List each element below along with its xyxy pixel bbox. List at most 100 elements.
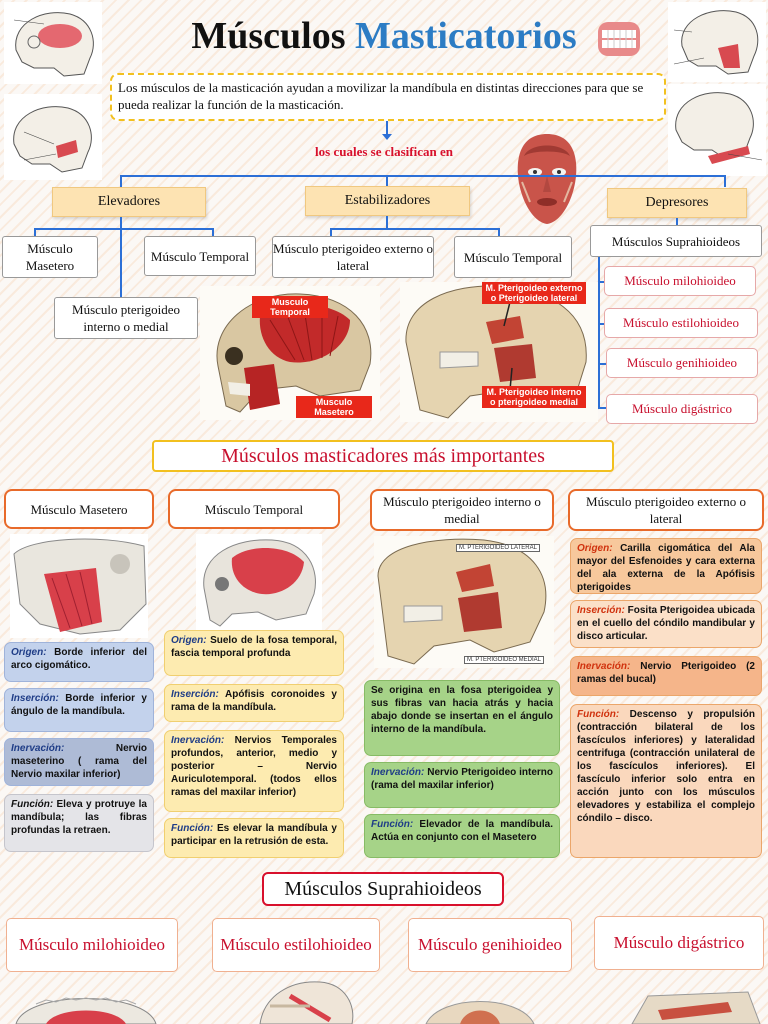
- masetero-origen-text: Borde inferior del arco cigomático.: [11, 647, 147, 671]
- elevadores-item-temporal: Músculo Temporal: [144, 236, 256, 276]
- connector-line: [34, 228, 214, 230]
- elevadores-item-pterigoideo-interno: Músculo pterigoideo interno o medial: [54, 297, 198, 339]
- depresores-item-suprahioideos: Músculos Suprahioideos: [590, 225, 762, 257]
- title-part2: Masticatorios: [355, 15, 577, 57]
- connector-line: [598, 323, 606, 325]
- pterigoideo-interno-figure-label: M. Pterigoideo interno o pterigoideo med…: [482, 386, 586, 408]
- temporal-funcion-text: Es elevar la mandíbula y participar en l…: [171, 823, 337, 847]
- masetero-image: [10, 534, 148, 638]
- temporal-insercion-card: Inserción: Apófisis coronoides y rama de…: [164, 684, 344, 722]
- pterigoideo-medial-funcion-card: Función: Elevador de la mandíbula. Actúa…: [364, 814, 560, 858]
- connector-line: [598, 363, 606, 365]
- connector-line: [120, 175, 122, 187]
- connector-line: [598, 407, 606, 409]
- depresores-item-estilohioideo: Músculo estilohioideo: [604, 308, 758, 338]
- pterigoideo-medial-inervacion-text: Nervio Pterigoideo interno (rama del max…: [371, 767, 553, 791]
- pterigoideo-lateral-funcion-text: Descenso y propulsión (contracción bilat…: [577, 709, 755, 824]
- skull-temporal-image: [4, 2, 102, 84]
- arrow-head: [382, 134, 392, 140]
- classification-label: los cuales se clasifican en: [315, 144, 453, 159]
- connector-line: [724, 175, 726, 187]
- origen-label: Origen:: [577, 543, 613, 554]
- masetero-funcion-card: Función: Eleva y protruye la mandíbula; …: [4, 794, 154, 852]
- skull-masseter-image: [668, 2, 766, 82]
- group-depresores: Depresores: [607, 188, 747, 218]
- connector-line: [386, 175, 388, 187]
- supra-item-milohioideo: Músculo milohioideo: [6, 918, 178, 972]
- group-elevadores: Elevadores: [52, 187, 206, 217]
- funcion-label: Función:: [371, 819, 414, 830]
- connector-line: [330, 228, 332, 236]
- milohioideo-image: [15, 997, 157, 1024]
- masetero-origen-card: Origen: Borde inferior del arco cigomáti…: [4, 642, 154, 682]
- pterigoideo-medial-desc-card: Se origina en la fosa pterigoidea y sus …: [364, 680, 560, 756]
- pterigoideo-medial-small-label: M. PTERIGOIDEO MEDIAL: [464, 656, 545, 664]
- skull-pterygoid-image: [4, 94, 102, 180]
- connector-line: [598, 281, 606, 283]
- pterigoideo-externo-figure-label: M. Pterigoideo externo o Pterigoideo lat…: [482, 282, 586, 304]
- insercion-label: Inserción:: [171, 689, 219, 700]
- masetero-insercion-text: Borde inferior y ángulo de la mandíbula.: [11, 693, 147, 717]
- connector-line: [212, 228, 214, 236]
- estabilizadores-item-pterigoideo-externo: Músculo pterigoideo externo o lateral: [272, 236, 434, 278]
- pterigoideo-lateral-funcion-card: Función: Descenso y propulsión (contracc…: [570, 704, 762, 858]
- masetero-inervacion-text: Nervio maseterino ( rama del Nervio maxi…: [11, 743, 147, 780]
- masetero-figure-label: Musculo Masetero: [296, 396, 372, 418]
- pterigoideo-lateral-small-label: M. PTERIGOIDEO LATERAL: [456, 544, 540, 552]
- connector-line: [676, 218, 678, 225]
- funcion-label: Función:: [171, 823, 214, 834]
- pterigoideo-lateral-insercion-text: Fosita Pterigoidea ubicada en el cuello …: [577, 605, 755, 642]
- pterigoideo-lateral-inervacion-card: Inervación: Nervio Pterigoideo (2 ramas …: [570, 656, 762, 696]
- depresores-item-digastrico: Músculo digástrico: [606, 394, 758, 424]
- connector-line: [386, 216, 388, 228]
- pterigoideo-medial-figure: M. PTERIGOIDEO LATERAL M. PTERIGOIDEO ME…: [374, 536, 554, 668]
- temporal-origen-card: Origen: Suelo de la fosa temporal, fasci…: [164, 630, 344, 676]
- origen-label: Origen:: [171, 635, 207, 646]
- teeth-image: [598, 22, 640, 56]
- temporal-inervacion-card: Inervación: Nervios Temporales profundos…: [164, 730, 344, 812]
- masetero-inervacion-card: Inervación: Nervio maseterino ( rama del…: [4, 738, 154, 786]
- temporal-inervacion-text: Nervios Temporales profundos, anterior, …: [171, 735, 337, 798]
- pterigoideo-medial-desc-text: Se origina en la fosa pterigoidea y sus …: [371, 685, 553, 735]
- temporal-insercion-text: Apófisis coronoides y rama de la mandíbu…: [171, 689, 337, 713]
- inervacion-label: Inervación:: [11, 743, 65, 754]
- inervacion-label: Inervación:: [171, 735, 225, 746]
- connector-line: [386, 121, 388, 139]
- digastrico-image: [631, 991, 761, 1024]
- pterigoideo-lateral-origen-card: Origen: Carilla cigomática del Ala mayor…: [570, 538, 762, 594]
- estilohioideo-image: [259, 981, 354, 1024]
- elevadores-item-masetero: Músculo Masetero: [2, 236, 98, 278]
- skull-digastric-image: [668, 84, 766, 176]
- pterigoideo-medial-inervacion-card: Inervación: Nervio Pterigoideo interno (…: [364, 762, 560, 808]
- important-muscles-title: Músculos masticadores más importantes: [152, 440, 614, 472]
- origen-label: Origen:: [11, 647, 47, 658]
- supra-item-digastrico: Músculo digástrico: [594, 916, 764, 970]
- skull-pterygoid-figure: M. Pterigoideo externo o Pterigoideo lat…: [400, 282, 598, 422]
- connector-line: [498, 228, 500, 236]
- pterigoideo-medial-image: [374, 536, 554, 668]
- pterigoideo-lateral-origen-text: Carilla cigomática del Ala mayor del Esf…: [577, 543, 755, 593]
- temporal-header: Músculo Temporal: [168, 489, 340, 529]
- skull-temporal-masseter-figure: Musculo Temporal Musculo Masetero: [200, 286, 380, 420]
- face-muscles-image: [517, 134, 577, 224]
- pterigoideo-lateral-header: Músculo pterigoideo externo o lateral: [568, 489, 764, 531]
- funcion-label: Función:: [577, 709, 620, 720]
- pterigoideo-lateral-inervacion-text: Nervio Pterigoideo (2 ramas del bucal): [577, 661, 755, 685]
- temporal-figure-label: Musculo Temporal: [252, 296, 328, 318]
- insercion-label: Inserción:: [577, 605, 625, 616]
- suprahioideos-title: Músculos Suprahioideos: [262, 872, 504, 906]
- inervacion-label: Inervación:: [577, 661, 631, 672]
- pterigoideo-medial-funcion-text: Elevador de la mandíbula. Actúa en conju…: [371, 819, 553, 843]
- classification-line: [120, 175, 726, 177]
- genihioideo-image: [425, 1001, 535, 1024]
- depresores-item-milohioideo: Músculo milohioideo: [604, 266, 756, 296]
- pterigoideo-lateral-insercion-card: Inserción: Fosita Pterigoidea ubicada en…: [570, 600, 762, 648]
- page-title: Músculos Masticatorios: [0, 14, 768, 58]
- intro-text: Los músculos de la masticación ayudan a …: [110, 73, 666, 121]
- temporal-image: [196, 534, 322, 630]
- insercion-label: Inserción:: [11, 693, 59, 704]
- group-estabilizadores: Estabilizadores: [305, 186, 470, 216]
- depresores-item-genihioideo: Músculo genihioideo: [606, 348, 758, 378]
- title-part1: Músculos: [191, 15, 346, 57]
- funcion-label: Función:: [11, 799, 54, 810]
